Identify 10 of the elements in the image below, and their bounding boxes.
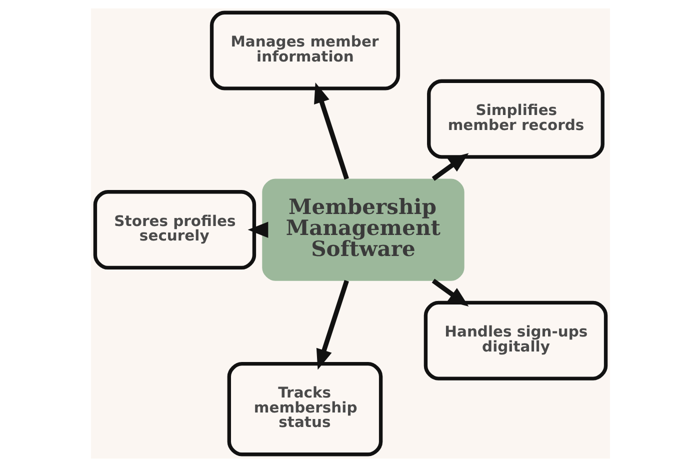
arrow xyxy=(247,222,268,238)
arrow xyxy=(314,82,348,180)
arrow xyxy=(431,153,468,181)
node-box: Simplifies member records xyxy=(426,79,604,159)
node-box: Handles sign-ups digitally xyxy=(423,300,608,380)
node-box: Stores profiles securely xyxy=(92,190,256,270)
node-box: Manages member information xyxy=(209,10,400,90)
arrow xyxy=(316,280,348,370)
arrow xyxy=(431,278,468,306)
node-box: Tracks membership status xyxy=(226,362,382,456)
